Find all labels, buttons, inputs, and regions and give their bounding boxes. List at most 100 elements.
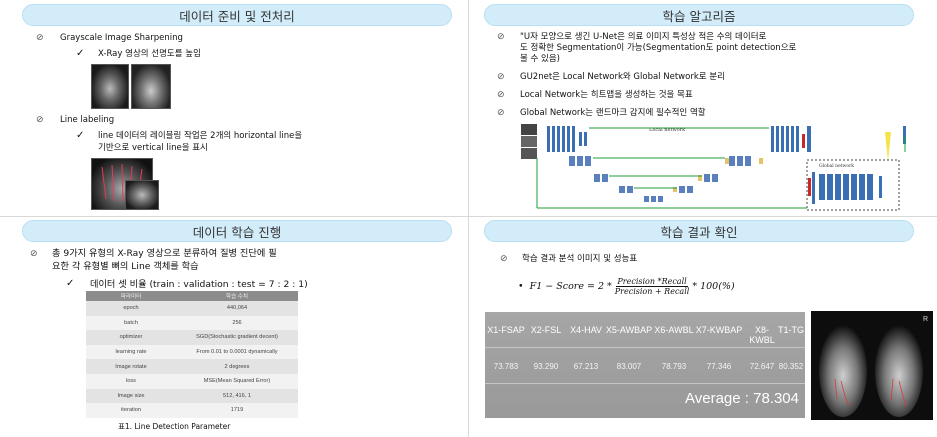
table-cell: batch — [86, 315, 176, 331]
training-bullet-1-line-2: 요한 각 유형별 뼈의 Line 객체를 학습 — [52, 261, 199, 272]
perf-header-cell: X7-KWBAP — [695, 325, 743, 335]
xray-hand-thumbnail-1 — [91, 64, 129, 109]
right-foot — [875, 325, 923, 417]
local-network-label: Local network — [649, 127, 686, 133]
performance-header-row: X1-FSAP X2-FSL X4-HAV X5-AWBAP X6-AWBL X… — [485, 312, 805, 348]
bullet-icon: ⊘ — [36, 32, 44, 42]
global-network-box — [806, 159, 900, 211]
bullet-icon: ⊘ — [497, 89, 505, 99]
table-cell: loss — [86, 373, 176, 389]
table-header-cell: 학습 수치 — [176, 291, 298, 301]
input-image — [521, 124, 537, 135]
perf-value-cell: 80.352 — [778, 362, 804, 371]
perf-value-cell: 83.007 — [616, 362, 642, 371]
data-prep-item-1: Grayscale Image Sharpening — [60, 33, 183, 43]
table-cell: optimizer — [86, 330, 176, 345]
horizontal-divider — [0, 216, 937, 217]
formula-bullet: • — [518, 280, 524, 292]
panel-title-training: 데이터 학습 진행 — [22, 220, 452, 242]
perf-value-cell: 77.346 — [706, 362, 732, 371]
table-cell: Image size — [86, 388, 176, 404]
table-cell: 1719 — [176, 403, 298, 418]
formula-fraction: Precision *Recall Precision + Recall — [615, 277, 690, 296]
panel-title-data-prep: 데이터 준비 및 전처리 — [22, 4, 452, 26]
data-prep-item-2-sub-1: line 데이터의 레이블링 작업은 2개의 horizontal line을 — [98, 131, 303, 141]
perf-value-cell: 93.290 — [533, 362, 559, 371]
left-foot — [819, 325, 867, 417]
average-score: Average : 78.304 — [685, 390, 799, 407]
algorithm-bullet-1-line-2: 도 정확한 Segmentation이 가능(Segmentation도 poi… — [520, 43, 797, 53]
xray-hand-thumbnail-3 — [125, 180, 159, 210]
table-cell: MSE(Mean Squared Error) — [176, 373, 298, 389]
input-image — [521, 136, 537, 147]
table-cell: iteration — [86, 403, 176, 418]
table-cell: From 0.01 to 0.0001 dynamically — [176, 344, 298, 360]
perf-header-cell: X2-FSL — [530, 325, 562, 335]
formula-numerator: Precision *Recall — [616, 276, 688, 287]
algorithm-bullet-1-line-3: 볼 수 있음) — [520, 54, 561, 64]
bullet-icon: ⊘ — [36, 114, 44, 124]
perf-header-cell: X1-FSAP — [487, 325, 525, 335]
table-cell: 440,064 — [176, 301, 298, 316]
table-header-row: 파라미터 학습 수치 — [86, 291, 298, 301]
perf-value-cell: 67.213 — [573, 362, 599, 371]
table-caption: 표1. Line Detection Parameter — [118, 422, 231, 431]
algorithm-bullet-3: Local Network는 히트맵을 생성하는 것을 목표 — [520, 90, 693, 100]
table-cell: 2 degrees — [176, 359, 298, 374]
gu2net-architecture-diagram: Local network Global network — [521, 124, 906, 211]
table-cell: 512, 416, 1 — [176, 388, 298, 404]
heatmap-merge — [885, 132, 891, 162]
xray-feet-overlay: R — [819, 316, 928, 417]
xray-feet-result-image: R — [811, 311, 933, 420]
bullet-icon: ⊘ — [497, 31, 505, 41]
table-header-cell: 파라미터 — [86, 291, 176, 301]
data-prep-item-1-sub: X-Ray 영상의 선명도를 높임 — [98, 49, 201, 59]
perf-value-cell: 73.783 — [493, 362, 519, 371]
table-cell: epoch — [86, 301, 176, 316]
perf-header-cell: X5-AWBAP — [605, 325, 653, 335]
perf-value-cell: 72.647 — [749, 362, 775, 371]
input-image — [521, 148, 537, 159]
data-prep-item-2-sub-2: 기반으로 vertical line을 표시 — [98, 143, 208, 153]
bullet-icon: ⊘ — [500, 253, 508, 263]
global-network-label: Global network — [819, 163, 854, 169]
perf-header-cell: X6-AWBL — [654, 325, 694, 335]
algorithm-bullet-4: Global Network는 랜드마크 감지에 필수적인 역할 — [520, 108, 706, 118]
performance-table: X1-FSAP X2-FSL X4-HAV X5-AWBAP X6-AWBL X… — [485, 312, 805, 418]
perf-header-cell: X8-KWBL — [749, 325, 775, 345]
bullet-icon: ⊘ — [30, 248, 38, 258]
panel-title-results: 학습 결과 확인 — [484, 220, 914, 242]
results-bullet-1: 학습 결과 분석 이미지 및 성능표 — [522, 254, 638, 264]
bullet-icon: ⊘ — [497, 71, 505, 81]
formula-denominator: Precision + Recall — [614, 286, 690, 296]
perf-header-cell: T1-TG — [778, 325, 804, 335]
f1-formula: • F1 − Score = 2 * Precision *Recall Pre… — [518, 273, 735, 299]
perf-header-cell: X4-HAV — [570, 325, 602, 335]
table-cell: Image rotate — [86, 359, 176, 374]
panel-title-algorithm: 학습 알고리즘 — [484, 4, 914, 26]
training-dataset-ratio: 데이터 셋 비율 (train : validation : test = 7 … — [90, 279, 308, 290]
data-prep-item-2: Line labeling — [60, 115, 115, 125]
bullet-icon: ⊘ — [497, 107, 505, 117]
check-icon: ✓ — [76, 48, 85, 59]
training-bullet-1-line-1: 총 9가지 유형의 X-Ray 영상으로 분류하여 질병 진단에 필 — [52, 248, 277, 259]
formula-lhs: F1 − Score = 2 * — [529, 280, 612, 292]
table-cell: 256 — [176, 315, 298, 331]
algorithm-bullet-2: GU2net은 Local Network와 Global Network로 분… — [520, 72, 725, 82]
xray-hand-thumbnail-2 — [131, 64, 171, 109]
check-icon: ✓ — [76, 130, 85, 141]
formula-rhs: * 100(%) — [692, 280, 735, 292]
vertical-divider — [468, 0, 469, 437]
table-cell: learning rate — [86, 344, 176, 360]
check-icon: ✓ — [66, 278, 75, 289]
table-cell: SGD(Stochastic gradient decent) — [176, 330, 298, 345]
performance-value-row: 73.783 93.290 67.213 83.007 78.793 77.34… — [485, 348, 805, 384]
